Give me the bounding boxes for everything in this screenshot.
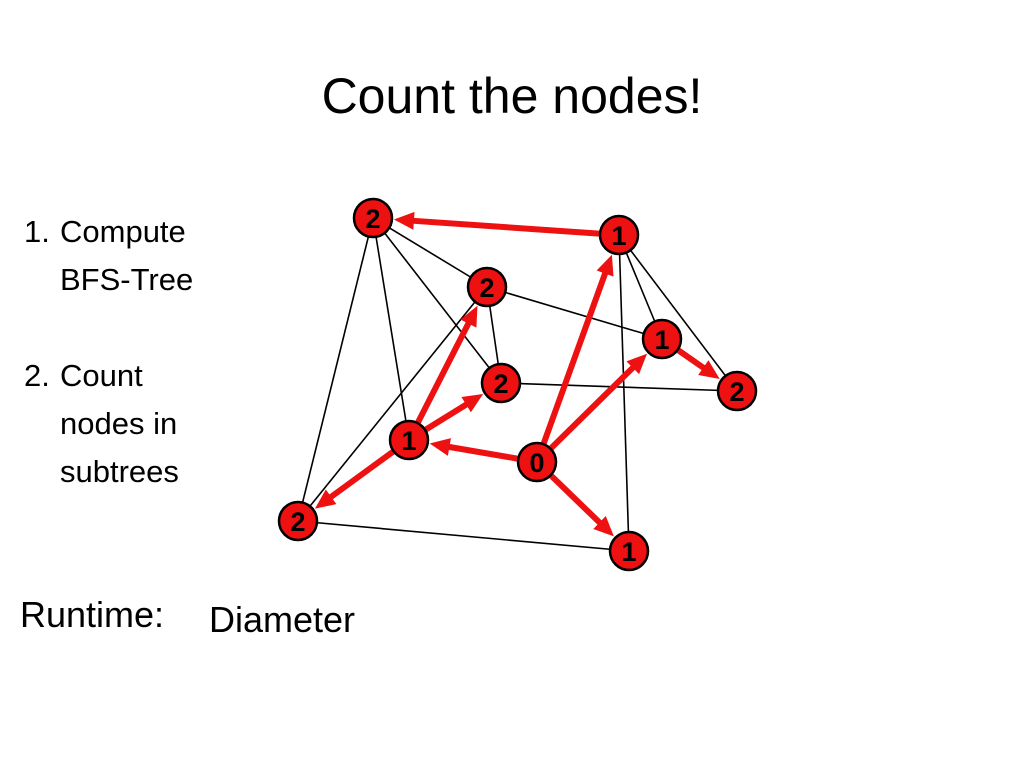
tree-arrowhead-d-f	[698, 360, 720, 380]
tree-arrowhead-h-b	[596, 254, 614, 277]
node-circle	[641, 318, 683, 360]
step-2: 2. Count nodes in subtrees	[24, 352, 193, 496]
node-circle	[598, 214, 640, 256]
tree-arrowhead-h-j	[593, 516, 614, 537]
graph-node-d: 1	[641, 318, 683, 360]
edge-c-d	[486, 286, 663, 340]
edge-a-c	[372, 217, 488, 288]
node-circle	[480, 362, 522, 404]
node-level-label: 2	[479, 273, 494, 303]
edge-i-j	[297, 520, 630, 552]
tree-edge-layer	[314, 211, 720, 537]
steps-list: 1. Compute BFS-Tree 2. Count nodes in su…	[24, 208, 193, 496]
runtime-label: Runtime:	[20, 594, 165, 635]
edge-b-f	[618, 234, 738, 392]
graph-node-c: 2	[466, 266, 508, 308]
tree-edge-h-j	[549, 473, 604, 527]
node-circle	[608, 530, 650, 572]
node-level-label: 2	[493, 369, 508, 399]
tree-arrowhead-b-a	[393, 211, 415, 230]
tree-arrowhead-g-e	[461, 394, 484, 413]
node-circle	[277, 500, 319, 542]
node-level-label: 1	[621, 537, 636, 567]
node-level-label: 0	[529, 448, 544, 478]
step-1-text: Compute BFS-Tree	[60, 214, 194, 297]
tree-edge-h-d	[549, 364, 637, 451]
tree-edge-h-g	[446, 443, 518, 462]
step-2-text: Count nodes in subtrees	[60, 358, 179, 489]
tree-edge-h-b	[540, 270, 609, 445]
node-circle	[388, 419, 430, 461]
slide-title: Count the nodes!	[321, 68, 703, 124]
tree-edge-g-c	[415, 320, 472, 424]
step-1: 1. Compute BFS-Tree	[24, 208, 193, 304]
node-circle	[352, 197, 394, 239]
edge-a-e	[372, 217, 502, 384]
graph-node-j: 1	[608, 530, 650, 572]
edge-b-j	[618, 234, 630, 552]
graph-node-h: 0	[516, 441, 558, 483]
graph-node-f: 2	[716, 370, 758, 412]
tree-arrowhead-h-d	[626, 353, 648, 375]
tree-edge-g-e	[424, 400, 470, 433]
graph-node-i: 2	[277, 500, 319, 542]
graph-node-g: 1	[388, 419, 430, 461]
tree-edge-b-a	[411, 217, 600, 237]
step-2-number: 2.	[24, 358, 50, 393]
node-level-label: 2	[365, 204, 380, 234]
tree-edge-g-i	[327, 449, 395, 501]
step-1-number: 1.	[24, 214, 50, 249]
edge-e-f	[500, 382, 738, 392]
node-level-label: 2	[729, 377, 744, 407]
node-level-label: 1	[611, 221, 626, 251]
node-level-label: 2	[290, 507, 305, 537]
tree-edge-d-f	[676, 347, 707, 372]
tree-arrowhead-h-g	[429, 438, 451, 456]
node-layer: 2 1 2 1 2 2 1 0 2 1	[277, 197, 758, 572]
node-circle	[466, 266, 508, 308]
node-circle	[516, 441, 558, 483]
tree-arrowhead-g-i	[314, 489, 337, 509]
edge-a-g	[372, 217, 410, 441]
runtime-value: Diameter	[209, 599, 356, 640]
tree-arrowhead-g-c	[460, 305, 478, 328]
graph-node-b: 1	[598, 214, 640, 256]
edge-c-i	[297, 286, 488, 522]
node-level-label: 1	[654, 325, 669, 355]
node-circle	[716, 370, 758, 412]
graph-node-a: 2	[352, 197, 394, 239]
graph-node-e: 2	[480, 362, 522, 404]
edge-a-i	[297, 217, 374, 522]
node-level-label: 1	[401, 426, 416, 456]
